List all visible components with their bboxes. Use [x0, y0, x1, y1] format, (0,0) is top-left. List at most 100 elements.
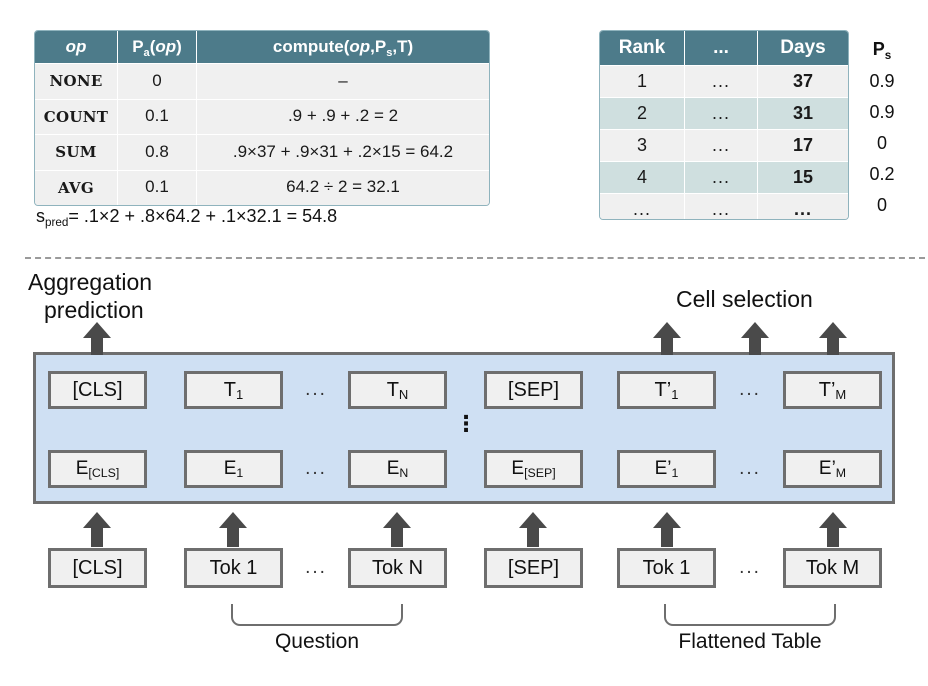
- section-divider: [25, 257, 925, 259]
- cell-op: SUM: [35, 134, 118, 171]
- cell-days: 37: [757, 65, 848, 98]
- token-ellipsis-t: ...: [739, 557, 761, 578]
- flattened-table-brace-label: Flattened Table: [678, 630, 822, 653]
- cell-compute: 64.2 ÷ 2 = 32.1: [196, 169, 489, 205]
- question-brace-label: Question: [274, 630, 360, 653]
- cell-selection-label: Cell selection: [676, 286, 813, 312]
- embed-ellipsis-t: ...: [739, 458, 761, 479]
- table-row: 1 ... 37: [600, 65, 848, 98]
- cell-compute: –: [196, 63, 489, 100]
- spred-symbol: s: [36, 206, 45, 226]
- input-arrow-tokn: [383, 512, 411, 547]
- rank-table-body: 1 ... 37 2 ... 31 3 ... 17 4 ... 15 ...: [600, 65, 848, 219]
- ps-value: 0.9: [869, 102, 895, 122]
- ps-value: 0: [876, 195, 887, 215]
- token-box-tok1-q: Tok 1: [184, 548, 283, 588]
- token-box-sep: [SEP]: [484, 548, 583, 588]
- input-arrow-tok1-q: [219, 512, 247, 547]
- embed-cell-emprime: E’M: [783, 450, 882, 488]
- output-cell-tmprime: T’M: [783, 371, 882, 409]
- table-row: COUNT 0.1 .9 + .9 + .2 = 2: [35, 98, 489, 135]
- flattened-table-brace: [664, 604, 836, 626]
- token-box-tokm: Tok M: [783, 548, 882, 588]
- input-arrow-sep: [519, 512, 547, 547]
- cell-prob: 0.8: [117, 134, 197, 171]
- cell-ellipsis: ...: [684, 97, 758, 130]
- cell-rank: 3: [600, 129, 685, 162]
- output-cell-cls: [CLS]: [48, 371, 147, 409]
- spred-expression: = .1×2 + .8×64.2 + .1×32.1 = 54.8: [68, 206, 338, 226]
- aggregation-table: op Pa(op) compute(op,Ps,T) NONE 0 – COUN…: [34, 30, 490, 206]
- cell-op: COUNT: [35, 98, 118, 135]
- token-ellipsis-q: ...: [305, 557, 327, 578]
- output-ellipsis-t: ...: [739, 379, 761, 400]
- aggregation-table-body: NONE 0 – COUNT 0.1 .9 + .9 + .2 = 2 SUM …: [35, 63, 489, 205]
- table-row: SUM 0.8 .9×37 + .9×31 + .2×15 = 64.2: [35, 134, 489, 171]
- embed-ellipsis-q: ...: [305, 458, 327, 479]
- table-row: 2 ... 31: [600, 97, 848, 130]
- cell-op: NONE: [35, 63, 118, 100]
- col-header-rank: Rank: [600, 31, 685, 66]
- input-arrow-tok1-t: [653, 512, 681, 547]
- input-arrow-tokm: [819, 512, 847, 547]
- table-row: 3 ... 17: [600, 129, 848, 162]
- cell-ellipsis: ...: [684, 129, 758, 162]
- cell-ellipsis: ...: [684, 161, 758, 194]
- cell-op: AVG: [35, 169, 118, 205]
- table-row: 4 ... 15: [600, 161, 848, 194]
- cell-rank: ...: [600, 193, 685, 219]
- output-arrow-t1prime: [653, 322, 681, 355]
- ps-column: Ps 0.9 0.9 0 0.2 0: [852, 32, 912, 221]
- ps-value: 0.9: [869, 71, 895, 91]
- rank-table: Rank ... Days 1 ... 37 2 ... 31 3 ... 17: [599, 30, 849, 220]
- cell-days: 31: [757, 97, 848, 130]
- encoder-block: [33, 352, 895, 504]
- cell-days: 15: [757, 161, 848, 194]
- output-arrow-cls: [83, 322, 111, 355]
- output-ellipsis-q: ...: [305, 379, 327, 400]
- col-header-compute: compute(op,Ps,T): [196, 31, 489, 64]
- cell-rank: 1: [600, 65, 685, 98]
- output-cell-t1prime: T’1: [617, 371, 716, 409]
- embed-cell-e1prime: E’1: [617, 450, 716, 488]
- table-header-row: Rank ... Days: [600, 31, 848, 66]
- table-row: ... ... ...: [600, 193, 848, 219]
- embed-cell-sep: E[SEP]: [484, 450, 583, 488]
- output-arrow-tmprime: [819, 322, 847, 355]
- token-box-tokn: Tok N: [348, 548, 447, 588]
- col-header-ellipsis: ...: [684, 31, 758, 66]
- col-header-days: Days: [757, 31, 848, 66]
- col-header-op: op: [35, 31, 118, 64]
- ps-value: 0: [876, 133, 887, 153]
- cell-prob: 0: [117, 63, 197, 100]
- output-cell-sep: [SEP]: [484, 371, 583, 409]
- input-arrow-cls: [83, 512, 111, 547]
- token-box-cls: [CLS]: [48, 548, 147, 588]
- question-brace: [231, 604, 403, 626]
- aggregation-prediction-label: Aggregation prediction: [28, 269, 153, 323]
- cell-prob: 0.1: [117, 98, 197, 135]
- cell-days: 17: [757, 129, 848, 162]
- cell-ellipsis: ...: [684, 193, 758, 219]
- cell-compute: .9 + .9 + .2 = 2: [196, 98, 489, 135]
- table-row: NONE 0 –: [35, 63, 489, 100]
- col-header-prob: Pa(op): [117, 31, 197, 64]
- ps-column-header: Ps: [872, 39, 892, 63]
- ps-value: 0.2: [869, 164, 895, 184]
- output-arrow-middle: [741, 322, 769, 355]
- cell-days: ...: [757, 193, 848, 219]
- token-box-tok1-t: Tok 1: [617, 548, 716, 588]
- encoder-vertical-dots: ⋮: [455, 411, 477, 436]
- cell-rank: 2: [600, 97, 685, 130]
- cell-prob: 0.1: [117, 169, 197, 205]
- cell-ellipsis: ...: [684, 65, 758, 98]
- embed-cell-cls: E[CLS]: [48, 450, 147, 488]
- cell-rank: 4: [600, 161, 685, 194]
- cell-compute: .9×37 + .9×31 + .2×15 = 64.2: [196, 134, 489, 171]
- table-row: AVG 0.1 64.2 ÷ 2 = 32.1: [35, 169, 489, 205]
- spred-formula: spred= .1×2 + .8×64.2 + .1×32.1 = 54.8: [36, 206, 338, 229]
